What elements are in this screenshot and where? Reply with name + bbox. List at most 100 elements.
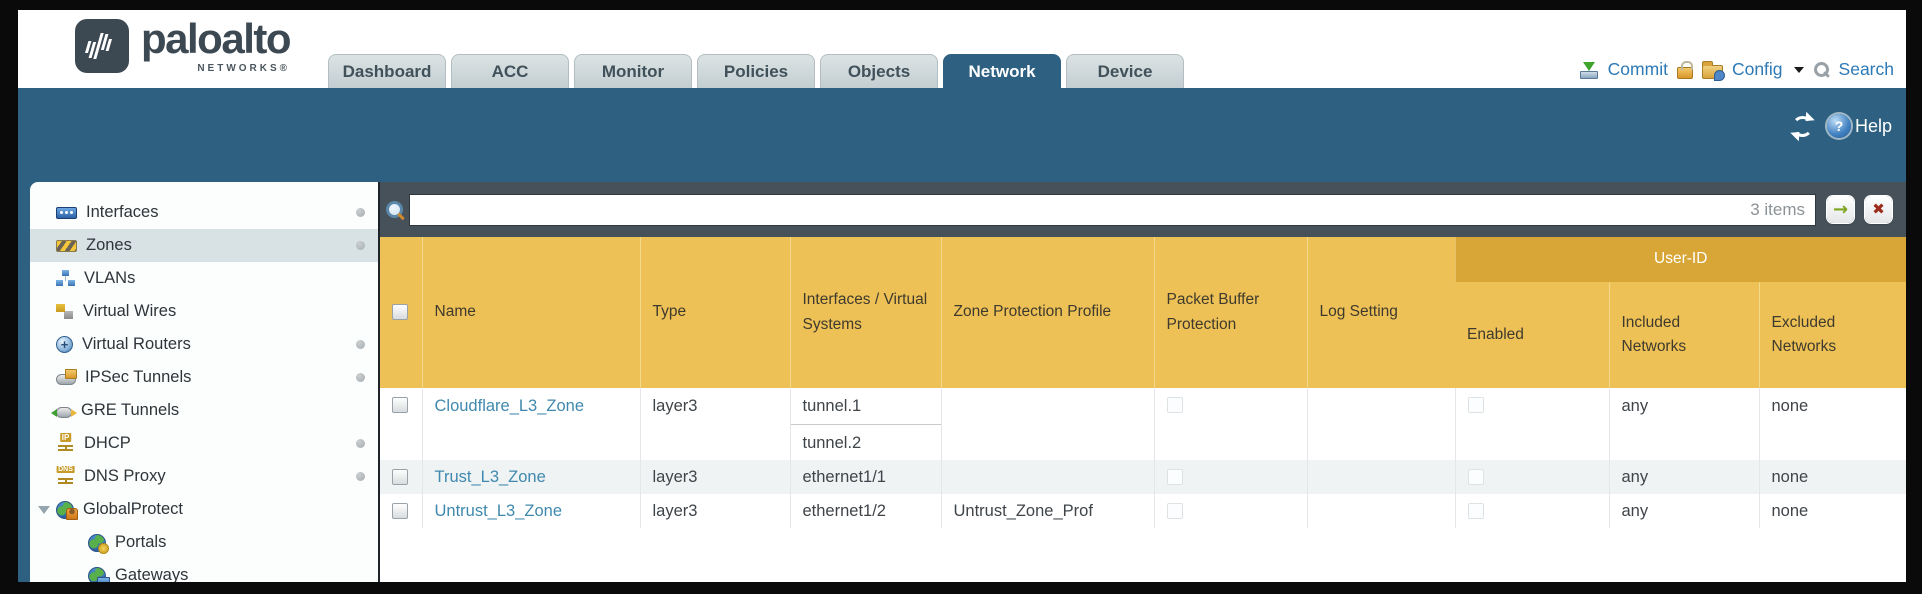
tab-objects[interactable]: Objects	[820, 54, 939, 88]
search-button[interactable]: Search	[1838, 59, 1894, 79]
select-all-header	[380, 237, 422, 388]
tab-monitor[interactable]: Monitor	[574, 54, 693, 88]
col-header-type[interactable]: Type	[639, 237, 790, 388]
interfaces-icon	[56, 206, 77, 219]
col-header-included-networks[interactable]: Included Networks	[1608, 282, 1759, 388]
network-sidebar: Interfaces Zones VLANs Virtual Wires + V…	[30, 182, 378, 582]
user-id-enabled-checkbox[interactable]	[1467, 503, 1484, 520]
col-group-user-id: User-ID	[1454, 237, 1906, 282]
clear-filter-button[interactable]: ✖	[1865, 196, 1892, 223]
tab-device[interactable]: Device	[1066, 54, 1185, 88]
sidebar-item-vlans[interactable]: VLANs	[30, 262, 378, 295]
expand-caret-icon[interactable]	[38, 506, 50, 514]
table-row: Trust_L3_Zone layer3 ethernet1/1 any non…	[380, 460, 1906, 494]
config-icon[interactable]	[1701, 61, 1725, 81]
zones-table-container: Name Type Interfaces / Virtual Systems Z…	[380, 237, 1906, 582]
filter-input[interactable]: 3 items	[409, 193, 1816, 226]
search-icon[interactable]	[1813, 61, 1830, 78]
item-indicator-dot	[356, 472, 365, 481]
row-checkbox[interactable]	[392, 503, 408, 520]
help-icon[interactable]: ?	[1826, 114, 1851, 138]
col-header-interfaces[interactable]: Interfaces / Virtual Systems	[789, 237, 941, 388]
paloalto-logo: paloalto NETWORKS®	[75, 15, 292, 74]
zone-name-link[interactable]: Cloudflare_L3_Zone	[434, 397, 585, 415]
sidebar-item-gateways[interactable]: Gateways	[30, 559, 378, 582]
packet-buffer-protection-checkbox[interactable]	[1166, 469, 1183, 486]
user-id-enabled-checkbox[interactable]	[1467, 469, 1484, 486]
filter-search-icon[interactable]	[385, 200, 404, 219]
virtual-routers-icon: +	[56, 336, 73, 353]
brand-name: paloalto	[141, 15, 292, 62]
packet-buffer-protection-checkbox[interactable]	[1166, 397, 1183, 413]
apply-filter-button[interactable]: →	[1827, 196, 1854, 223]
sidebar-item-dhcp[interactable]: DHCP	[30, 427, 378, 460]
help-label: Help	[1854, 115, 1892, 136]
sidebar-item-portals[interactable]: Portals	[30, 526, 378, 559]
sidebar-item-dns-proxy[interactable]: DNS Proxy	[30, 460, 378, 493]
col-header-name[interactable]: Name	[421, 237, 640, 388]
tab-acc[interactable]: ACC	[451, 54, 570, 88]
sidebar-item-interfaces[interactable]: Interfaces	[30, 196, 378, 229]
row-checkbox[interactable]	[392, 397, 408, 413]
zone-name-link[interactable]: Trust_L3_Zone	[434, 467, 546, 486]
item-indicator-dot	[356, 439, 365, 448]
green-arrow-icon: →	[1832, 198, 1849, 220]
zones-main-panel: 3 items → ✖	[378, 182, 1906, 582]
sidebar-item-gre-tunnels[interactable]: GRE Tunnels	[30, 394, 378, 427]
user-id-enabled-checkbox[interactable]	[1467, 397, 1484, 413]
table-row: Untrust_L3_Zone layer3 ethernet1/2 Untru…	[380, 494, 1906, 528]
col-header-excluded-networks[interactable]: Excluded Networks	[1758, 282, 1906, 388]
help-button[interactable]: ? Help	[1826, 114, 1892, 138]
vlans-icon	[56, 270, 75, 287]
sidebar-item-globalprotect[interactable]: GlobalProtect	[30, 493, 378, 526]
commit-icon[interactable]	[1579, 60, 1599, 80]
ipsec-tunnels-icon	[56, 369, 77, 385]
tab-dashboard[interactable]: Dashboard	[328, 54, 447, 88]
item-indicator-dot	[356, 208, 365, 217]
panos-app-window: paloalto NETWORKS® Dashboard ACC Monitor…	[18, 10, 1906, 582]
col-header-packet-buffer-protection[interactable]: Packet Buffer Protection	[1153, 237, 1307, 388]
interface-cell: ethernet1/1	[802, 467, 886, 486]
gateways-icon	[88, 566, 110, 582]
paloalto-logo-icon	[75, 19, 129, 73]
interface-cell: tunnel.2	[790, 424, 940, 460]
sidebar-item-ipsec-tunnels[interactable]: IPSec Tunnels	[30, 361, 378, 394]
sidebar-item-virtual-routers[interactable]: + Virtual Routers	[30, 328, 378, 361]
dns-proxy-icon	[56, 468, 75, 486]
tab-network[interactable]: Network	[943, 54, 1062, 88]
refresh-icon[interactable]	[1791, 115, 1813, 137]
portals-icon	[88, 533, 109, 554]
select-all-checkbox[interactable]	[392, 304, 408, 321]
col-header-log-setting[interactable]: Log Setting	[1306, 237, 1455, 388]
zone-name-link[interactable]: Untrust_L3_Zone	[434, 501, 563, 520]
top-header: paloalto NETWORKS® Dashboard ACC Monitor…	[18, 10, 1906, 88]
interface-cell: tunnel.1	[802, 397, 862, 415]
sidebar-item-virtual-wires[interactable]: Virtual Wires	[30, 295, 378, 328]
interface-cell: ethernet1/2	[802, 501, 886, 520]
red-x-icon: ✖	[1872, 200, 1885, 218]
config-button[interactable]: Config	[1731, 59, 1783, 79]
items-count: 3 items	[1750, 199, 1805, 219]
config-dropdown-caret-icon[interactable]	[1793, 66, 1804, 73]
dhcp-icon	[56, 435, 75, 453]
item-indicator-dot	[356, 241, 365, 250]
zones-table: Name Type Interfaces / Virtual Systems Z…	[380, 237, 1906, 528]
tab-policies[interactable]: Policies	[697, 54, 816, 88]
sidebar-item-zones[interactable]: Zones	[30, 229, 378, 262]
col-header-enabled[interactable]: Enabled	[1455, 282, 1609, 388]
teal-subheader: ? Help	[18, 88, 1906, 182]
packet-buffer-protection-checkbox[interactable]	[1166, 503, 1183, 520]
commit-button[interactable]: Commit	[1607, 59, 1668, 79]
zones-icon	[56, 239, 77, 252]
col-header-zone-protection-profile[interactable]: Zone Protection Profile	[940, 237, 1154, 388]
lock-icon[interactable]	[1676, 61, 1693, 79]
virtual-wires-icon	[56, 303, 74, 320]
brand-subtitle: NETWORKS®	[197, 63, 291, 74]
row-checkbox[interactable]	[392, 469, 408, 486]
content-area: Interfaces Zones VLANs Virtual Wires + V…	[18, 182, 1906, 582]
item-indicator-dot	[356, 373, 365, 382]
item-indicator-dot	[356, 340, 365, 349]
main-nav-tabs: Dashboard ACC Monitor Policies Objects N…	[328, 54, 1185, 88]
filter-bar: 3 items → ✖	[380, 182, 1906, 237]
